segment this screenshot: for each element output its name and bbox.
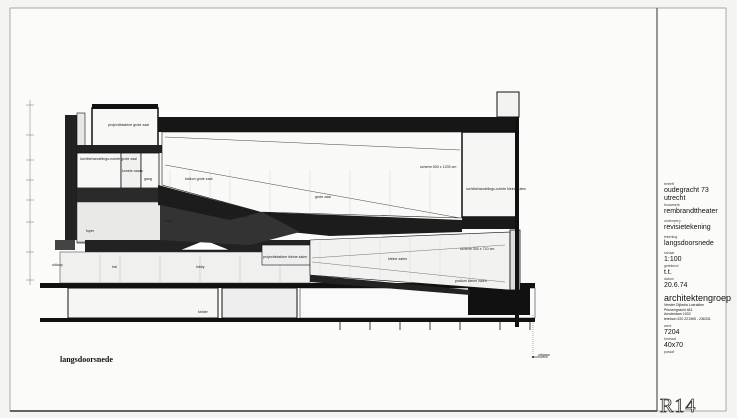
label-projectiekabine-grote-zaal: projectiekabine grote zaal: [108, 123, 149, 127]
bureau-name: architektengroep: [664, 293, 732, 303]
label-foyer-1: foyer: [86, 229, 95, 233]
datum-value: 20.6.74: [664, 282, 688, 289]
nummer-value: 7204: [664, 329, 680, 336]
bureau-phone: telefoon 020 221965 - 236331: [664, 316, 711, 321]
label-projectiekabine-kleine-zalen: projectiekabine kleine zalen: [263, 255, 307, 259]
werk-value: oudegracht 73: [664, 187, 709, 194]
bureau-address-2: Amsterdam 1002: [664, 312, 691, 316]
bouwwerk-value: rembrandttheater: [664, 208, 718, 215]
sheet-code: R14: [660, 395, 697, 418]
formaat-value: 40x70: [664, 342, 684, 349]
tekening-value: langsdoorsnede: [664, 240, 714, 247]
label-podium-klein: podium kleine zalen: [455, 279, 487, 283]
level-scale: [26, 100, 34, 285]
label-kunstenaars: kunste-naars: [122, 169, 143, 173]
nummer-label: werk: [664, 324, 672, 328]
label-luchtbehandeling-grote-zaal: luchtbehandelings-ruimte grote zaal: [80, 157, 137, 161]
formaat-label: formaat: [664, 337, 676, 341]
label-hal: hal: [112, 265, 117, 269]
label-lobby: lobby: [196, 265, 205, 269]
paraaf-label: paraaf: [664, 350, 674, 354]
datum-label: datum: [664, 277, 674, 281]
onderwerp-label: onderwerp: [664, 219, 681, 223]
drawing-title: langsdoorsnede: [60, 355, 113, 364]
werk-label: betreft: [664, 182, 674, 186]
bureau-address-1: Prinsengracht 461: [664, 307, 693, 312]
label-entree: uitloop: [52, 263, 63, 267]
tekening-label: tekening: [664, 235, 678, 239]
label-exit-arrow: uitgaan: [538, 353, 550, 357]
label-kleine-zalen: kleine zalen: [388, 257, 407, 261]
getekend-value: t.t.: [664, 269, 672, 276]
label-trap: trap grote zaal: [226, 215, 249, 219]
bouwwerk-label: bouwwerk: [664, 203, 680, 207]
getekend-label: getekend: [664, 264, 679, 268]
building-section: [40, 91, 548, 358]
title-block: betreft oudegracht 73 utrecht bouwwerk r…: [664, 182, 734, 355]
label-gang: gang: [144, 177, 152, 181]
label-scherm-groot: scherm 500 x 1200 cm: [420, 165, 456, 169]
onderwerp-value: revisietekening: [664, 224, 711, 231]
schaal-value: 1:100: [664, 256, 682, 263]
label-kelder: kelder: [198, 310, 209, 314]
label-podium-groot: podium grote zaal: [420, 219, 449, 223]
label-foyer-2: foyer: [165, 219, 174, 223]
bureau-sub: Verster Dijkstra Loerakker: [664, 303, 705, 307]
plaats-value: utrecht: [664, 195, 686, 202]
label-luchtbehandeling-kleine-zalen: luchtbehandelings-ruimte kleine zalen: [466, 187, 526, 191]
label-grote-zaal: grote zaal: [315, 195, 331, 199]
schaal-label: schaal: [664, 251, 675, 255]
label-scherm-klein: scherm 300 x 710 cm: [460, 247, 494, 251]
room-labels: projectiekabine grote zaal luchtbehandel…: [52, 123, 550, 357]
label-balkon: balkon grote zaal: [185, 177, 213, 181]
